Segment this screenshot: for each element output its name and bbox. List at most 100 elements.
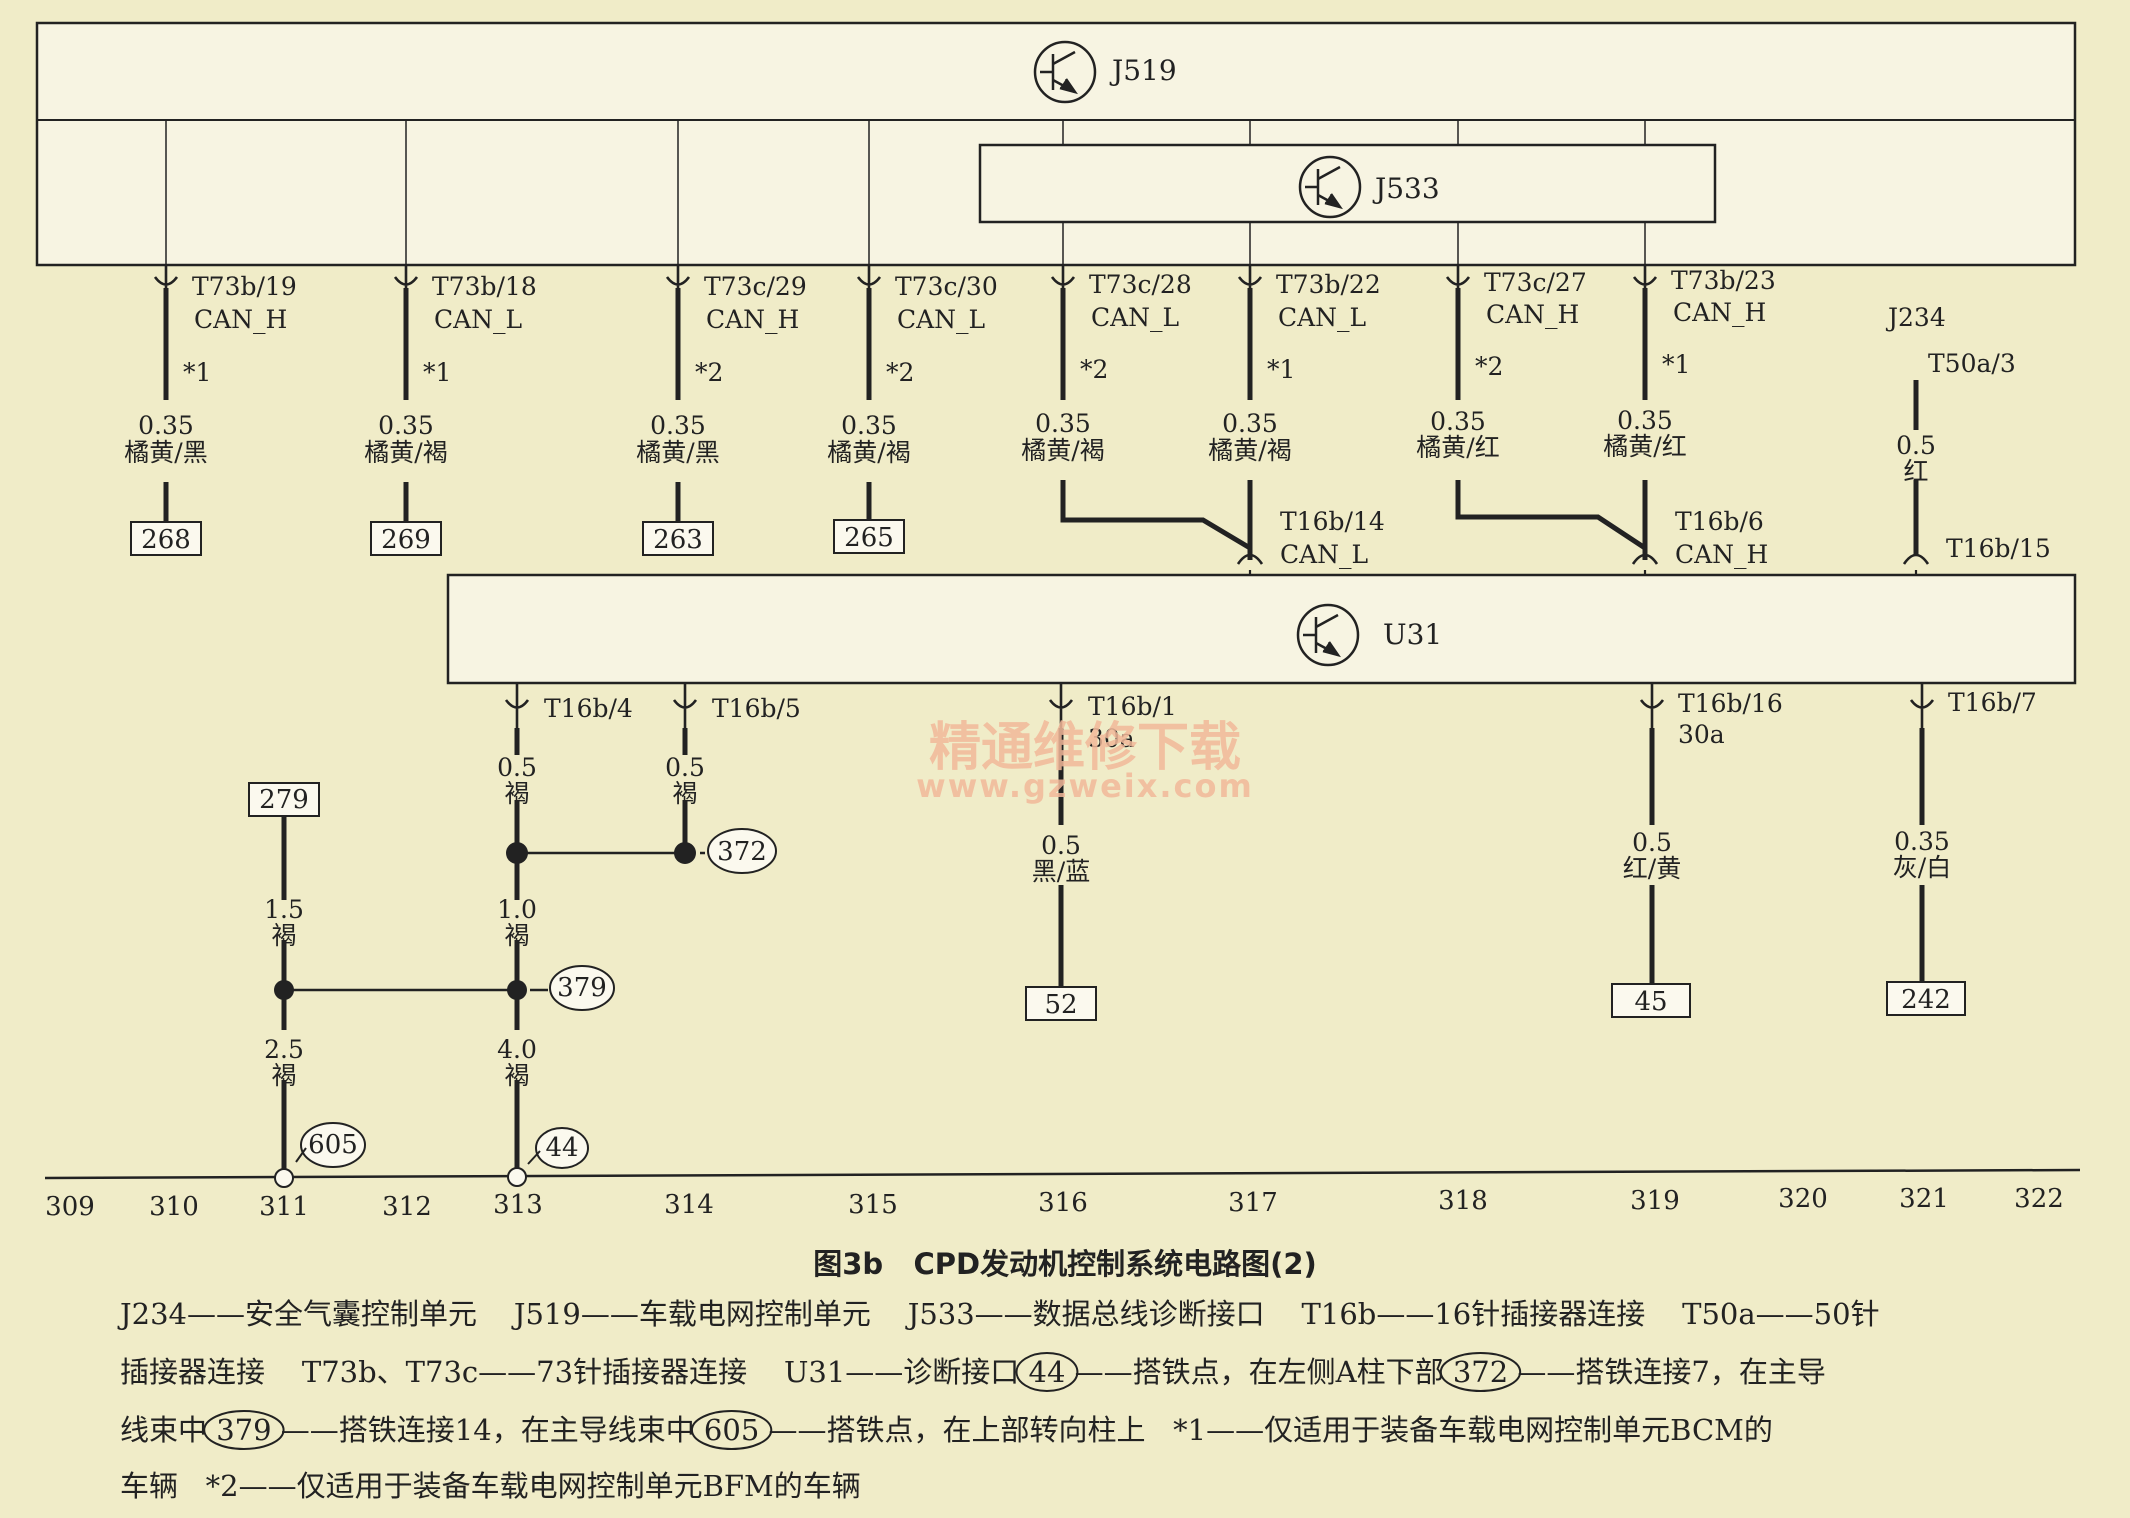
svg-text:52: 52	[1044, 990, 1077, 1020]
legend-ground-circle	[690, 1410, 773, 1450]
legend-ground-ref: 44	[1029, 1355, 1066, 1389]
svg-text:310: 310	[149, 1192, 199, 1222]
svg-text:CAN_L: CAN_L	[1091, 303, 1179, 332]
svg-text:橘黄/红: 橘黄/红	[1603, 432, 1686, 461]
legend-line: 车辆 *2——仅适用于装备车载电网控制单元BFM的车辆	[120, 1469, 861, 1503]
svg-text:0.35: 0.35	[1035, 409, 1091, 438]
svg-text:316: 316	[1038, 1188, 1088, 1218]
pin-symbols-u31-top	[1236, 553, 1930, 565]
j519-label: J519	[1109, 54, 1177, 87]
svg-text:0.5: 0.5	[1896, 431, 1936, 460]
svg-text:红: 红	[1903, 457, 1928, 486]
svg-text:T16b/4: T16b/4	[544, 694, 633, 723]
legend-line: 插接器连接 T73b、T73c——73针插接器连接 U31——诊断接口 44 —…	[120, 1355, 1826, 1389]
svg-text:312: 312	[382, 1192, 432, 1222]
svg-text:CAN_H: CAN_H	[706, 305, 799, 334]
svg-text:橘黄/褐: 橘黄/褐	[1208, 436, 1291, 465]
svg-text:褐: 褐	[504, 921, 529, 950]
svg-text:0.5: 0.5	[1632, 828, 1672, 857]
j519-icon	[1033, 40, 1097, 104]
svg-text:314: 314	[664, 1190, 714, 1220]
svg-text:橘黄/褐: 橘黄/褐	[827, 438, 910, 467]
svg-text:CAN_L: CAN_L	[1278, 303, 1366, 332]
grid-numbers: 309 310 311 312 313 314 315 316 317 318 …	[45, 1184, 2064, 1222]
svg-text:T73c/28: T73c/28	[1089, 270, 1192, 299]
svg-text:橘黄/黑: 橘黄/黑	[124, 438, 207, 467]
legend: J234——安全气囊控制单元 J519——车载电网控制单元 J533——数据总线…	[117, 1297, 1880, 1503]
legend-line: J234——安全气囊控制单元 J519——车载电网控制单元 J533——数据总线…	[117, 1297, 1880, 1331]
svg-text:0.35: 0.35	[1894, 827, 1950, 856]
svg-text:0.35: 0.35	[1222, 409, 1278, 438]
svg-text:605: 605	[308, 1130, 358, 1160]
svg-text:0.35: 0.35	[650, 411, 706, 440]
svg-text:379: 379	[557, 973, 607, 1003]
svg-text:*1: *1	[423, 358, 451, 387]
legend-line: 线束中 379 ——搭铁连接14，在主导线束中 605 ——搭铁点，在上部转向柱…	[120, 1413, 1773, 1447]
svg-text:橘黄/黑: 橘黄/黑	[636, 438, 719, 467]
j533-icon	[1298, 155, 1362, 219]
svg-text:T16b/7: T16b/7	[1948, 688, 2037, 717]
ground-bus	[44, 1168, 2081, 1180]
wire-label-t73b19: T73b/19 CAN_H *1 0.35 橘黄/黑 268	[124, 272, 296, 555]
svg-text:褐: 褐	[271, 921, 296, 950]
junction-dots	[274, 842, 696, 1000]
j533-label: J533	[1372, 172, 1440, 205]
u31-input-labels: T16b/14 CAN_L T16b/6 CAN_H	[1280, 507, 1768, 569]
svg-text:0.35: 0.35	[138, 411, 194, 440]
svg-text:红/黄: 红/黄	[1623, 854, 1681, 883]
svg-text:褐: 褐	[672, 779, 697, 808]
u31-module	[446, 573, 2077, 685]
svg-text:T16b/6: T16b/6	[1675, 507, 1764, 536]
svg-text:265: 265	[844, 523, 894, 553]
svg-text:263: 263	[653, 525, 703, 555]
svg-text:T73c/30: T73c/30	[895, 272, 998, 301]
svg-text:CAN_L: CAN_L	[434, 305, 522, 334]
svg-text:橘黄/褐: 橘黄/褐	[1021, 436, 1104, 465]
svg-text:0.5: 0.5	[1041, 831, 1081, 860]
wire-label-t73c29: T73c/29 CAN_H *2 0.35 橘黄/黑 263	[636, 272, 806, 555]
svg-text:*2: *2	[695, 358, 723, 387]
svg-text:CAN_H: CAN_H	[1675, 540, 1768, 569]
svg-text:1.5: 1.5	[264, 895, 304, 924]
svg-text:CAN_H: CAN_H	[1673, 298, 1766, 327]
svg-text:44: 44	[545, 1133, 578, 1163]
svg-text:269: 269	[381, 525, 431, 555]
svg-text:315: 315	[848, 1190, 898, 1220]
svg-text:320: 320	[1778, 1184, 1828, 1214]
pin-symbols-u31-bottom	[504, 683, 1935, 728]
legend-ground-ref: 605	[704, 1413, 759, 1447]
watermark: 精通维修下载 www.gzweix.com	[916, 718, 1252, 805]
svg-text:319: 319	[1630, 1186, 1680, 1216]
ref-boxes	[130, 519, 1966, 1021]
svg-text:褐: 褐	[271, 1061, 296, 1090]
svg-text:0.35: 0.35	[1430, 407, 1486, 436]
wire-label-t73b22: T73b/22 CAN_L *1 0.35 橘黄/褐	[1208, 270, 1380, 465]
legend-ground-ref: 379	[216, 1413, 271, 1447]
wire-label-t73b23: T73b/23 CAN_H *1 0.35 橘黄/红	[1603, 266, 1775, 461]
svg-text:T16b/15: T16b/15	[1946, 534, 2051, 563]
wire-label-t73c27: T73c/27 CAN_H *2 0.35 橘黄/红	[1416, 268, 1586, 462]
svg-text:黑/蓝: 黑/蓝	[1032, 857, 1090, 886]
svg-text:*1: *1	[183, 358, 211, 387]
svg-text:橘黄/褐: 橘黄/褐	[364, 438, 447, 467]
legend-ground-circle	[1015, 1352, 1079, 1392]
svg-text:0.5: 0.5	[665, 753, 705, 782]
wire-label-t73b18: T73b/18 CAN_L *1 0.35 橘黄/褐 269	[364, 272, 536, 555]
ground-circles	[300, 828, 777, 1169]
svg-text:311: 311	[259, 1192, 309, 1222]
pin-symbols-top	[153, 265, 1658, 292]
svg-text:30a: 30a	[1678, 720, 1725, 749]
wire-label-t73c28: T73c/28 CAN_L *2 0.35 橘黄/褐	[1021, 270, 1191, 465]
svg-text:J234: J234	[1885, 303, 1946, 332]
svg-text:*2: *2	[886, 358, 914, 387]
svg-text:褐: 褐	[504, 1061, 529, 1090]
svg-text:CAN_L: CAN_L	[897, 305, 985, 334]
svg-text:*1: *1	[1662, 350, 1690, 379]
svg-text:318: 318	[1438, 1186, 1488, 1216]
svg-text:242: 242	[1901, 985, 1951, 1015]
svg-text:268: 268	[141, 525, 191, 555]
figure-caption: 图3b CPD发动机控制系统电路图(2)	[813, 1247, 1317, 1281]
svg-text:309: 309	[45, 1192, 95, 1222]
svg-text:0.35: 0.35	[1617, 406, 1673, 435]
legend-ground-circle	[1439, 1352, 1522, 1392]
